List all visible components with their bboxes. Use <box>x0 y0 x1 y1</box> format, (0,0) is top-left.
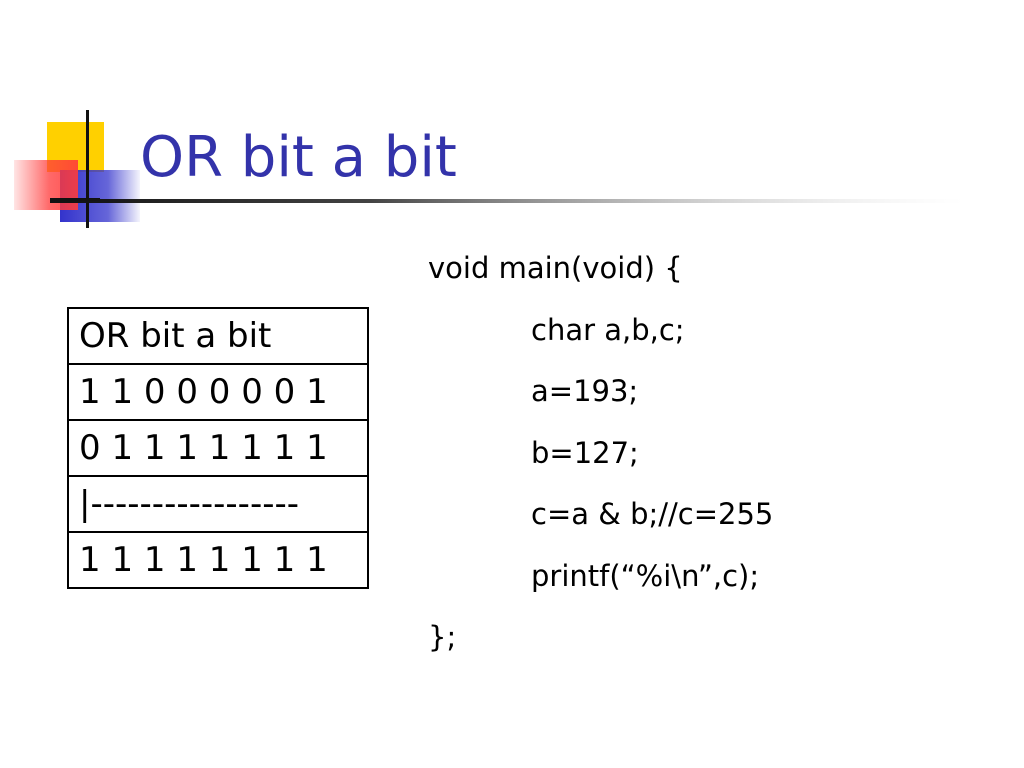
table-cell-operator-line: |----------------- <box>67 475 369 533</box>
code-line: printf(“%i\n”,c); <box>531 558 760 593</box>
table-cell-result: 1 1 1 1 1 1 1 1 <box>67 531 369 589</box>
code-line: }; <box>428 620 457 654</box>
table-row: 1 1 1 1 1 1 1 1 <box>67 531 369 589</box>
table-cell-operand-b: 0 1 1 1 1 1 1 1 <box>67 419 369 477</box>
code-block: void main(void) { char a,b,c; a=193; b=1… <box>428 246 988 677</box>
code-line: void main(void) { <box>428 251 683 285</box>
table-row: 0 1 1 1 1 1 1 1 <box>67 419 369 477</box>
code-line: b=127; <box>531 435 639 470</box>
or-bit-table: OR bit a bit 1 1 0 0 0 0 0 1 0 1 1 1 1 1… <box>67 307 369 589</box>
slide-title: OR bit a bit <box>140 125 457 190</box>
table-row: |----------------- <box>67 475 369 533</box>
table-row: OR bit a bit <box>67 307 369 365</box>
code-line: a=193; <box>531 374 639 408</box>
title-divider <box>50 199 964 203</box>
code-line: char a,b,c; <box>531 312 685 347</box>
table-cell-header: OR bit a bit <box>67 307 369 365</box>
slide-logo-icon <box>14 110 140 228</box>
code-line: c=a & b;//c=255 <box>531 497 774 531</box>
table-row: 1 1 0 0 0 0 0 1 <box>67 363 369 421</box>
table-cell-operand-a: 1 1 0 0 0 0 0 1 <box>67 363 369 421</box>
